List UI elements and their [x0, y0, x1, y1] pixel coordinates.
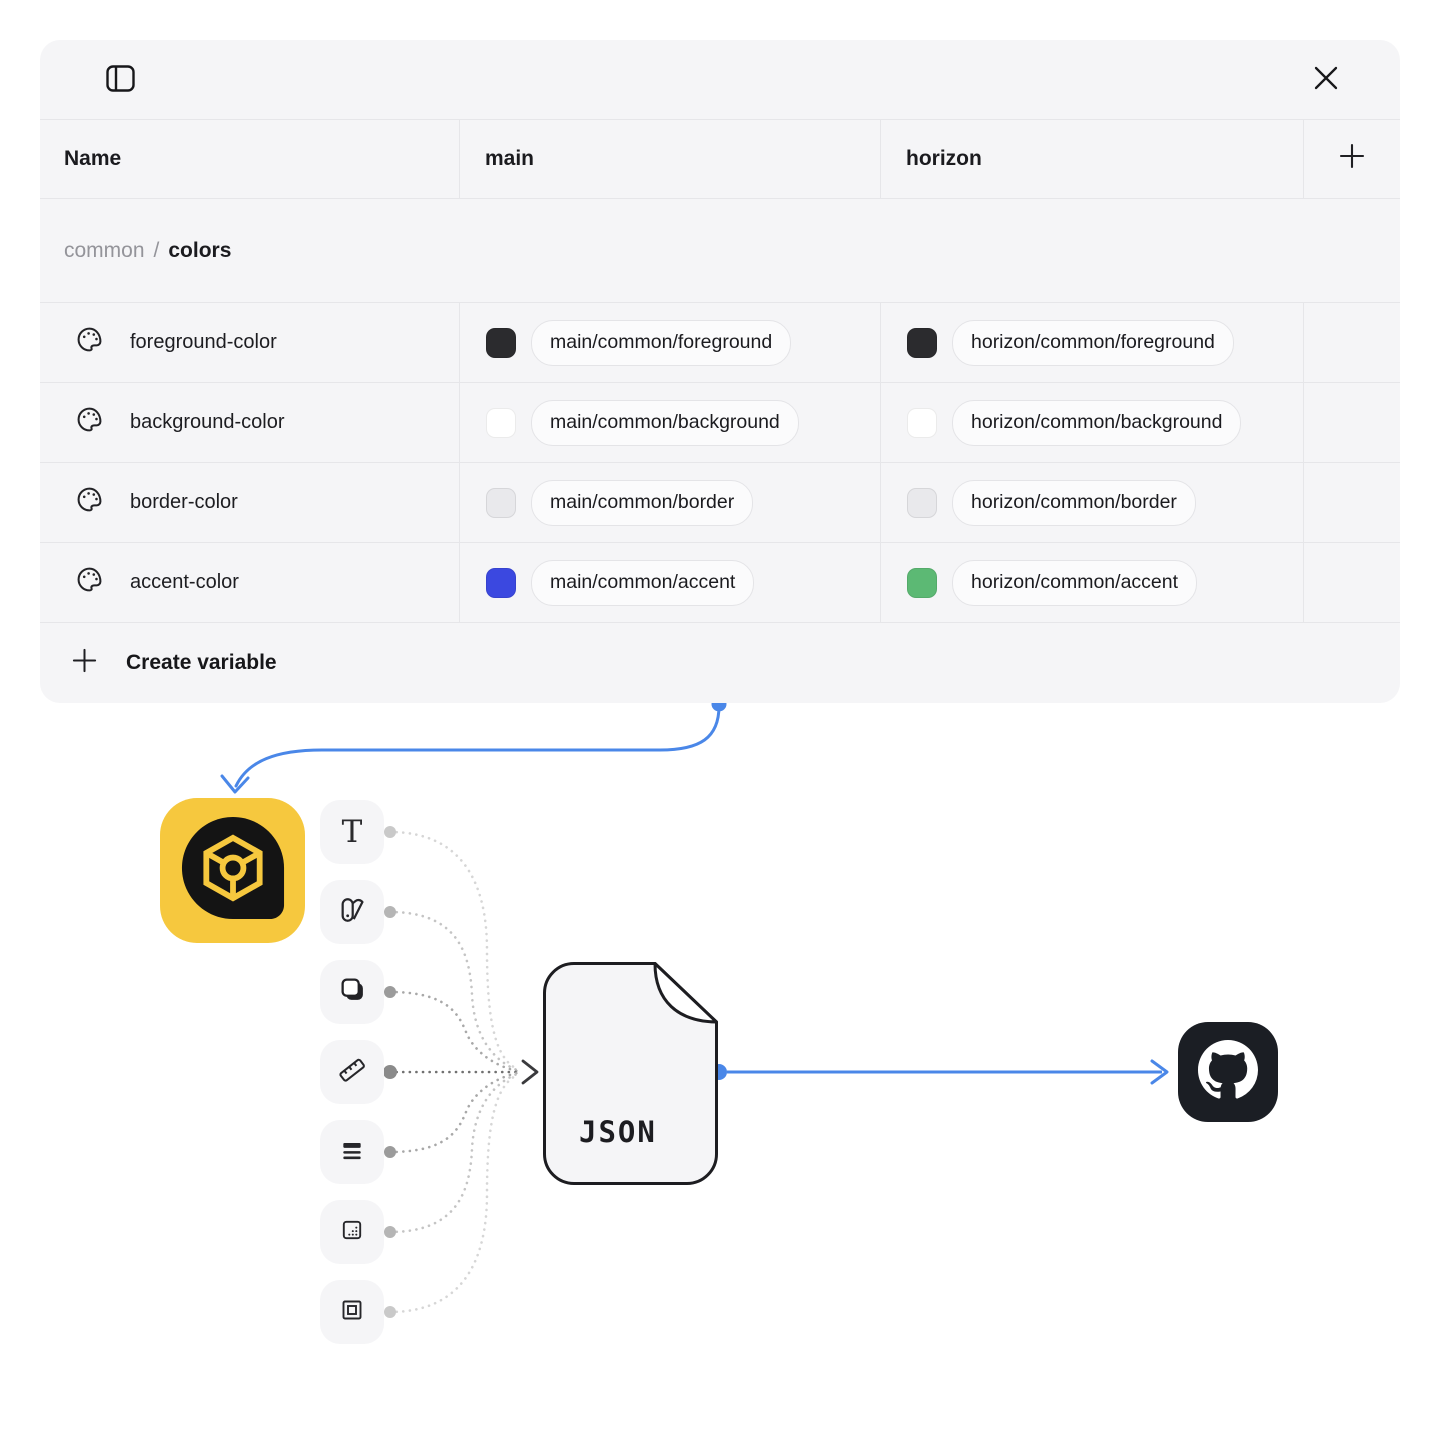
table-header: Name main horizon	[40, 119, 1400, 199]
frame-chip	[320, 1280, 384, 1344]
token-chip[interactable]: main/common/background	[531, 399, 799, 446]
file-outline	[543, 962, 718, 1185]
variables-panel: Name main horizon common / colors foregr…	[40, 40, 1400, 703]
sidebar-toggle-button[interactable]	[102, 62, 138, 98]
column-header-horizon[interactable]: horizon	[881, 120, 1304, 198]
token-chip[interactable]: horizon/common/foreground	[952, 319, 1234, 366]
palette-icon	[76, 486, 103, 519]
table-row: foreground-color main/common/foreground …	[40, 303, 1400, 383]
spacing-icon	[339, 1137, 365, 1168]
github-app-icon	[1178, 1022, 1278, 1122]
color-swatch[interactable]	[486, 407, 516, 438]
token-chip[interactable]: main/common/border	[531, 479, 754, 526]
create-variable-button[interactable]: Create variable	[40, 623, 1400, 703]
color-swatch[interactable]	[486, 327, 516, 358]
file-label: JSON	[579, 1115, 657, 1149]
palette-icon	[76, 566, 103, 599]
ruler-icon	[337, 1055, 367, 1090]
typography-icon: T	[341, 813, 363, 850]
breadcrumb-category[interactable]: colors	[168, 238, 232, 262]
close-button[interactable]	[1308, 62, 1344, 98]
palette-icon	[76, 326, 103, 359]
color-swatch[interactable]	[907, 567, 937, 598]
token-chip[interactable]: horizon/common/border	[952, 479, 1196, 526]
variable-name: foreground-color	[130, 331, 277, 353]
table-row: background-color main/common/background …	[40, 383, 1400, 463]
plus-icon	[71, 647, 98, 679]
create-variable-label: Create variable	[126, 651, 277, 674]
color-swatch[interactable]	[907, 327, 937, 358]
swatches-chip	[320, 880, 384, 944]
variable-name: background-color	[130, 411, 285, 433]
grid-icon	[340, 1218, 364, 1247]
color-swatch[interactable]	[907, 487, 937, 518]
add-mode-button[interactable]	[1304, 120, 1400, 198]
shadow-icon	[339, 976, 366, 1008]
token-chip[interactable]: horizon/common/background	[952, 399, 1242, 446]
panel-left-icon	[105, 64, 135, 95]
close-icon	[1312, 64, 1340, 95]
table-row: accent-color main/common/accent horizon/…	[40, 543, 1400, 623]
json-file-node: JSON	[543, 962, 718, 1190]
token-chip[interactable]: main/common/foreground	[531, 319, 792, 366]
folded-corner	[653, 962, 718, 1024]
shadow-chip	[320, 960, 384, 1024]
color-swatch[interactable]	[907, 407, 937, 438]
tokens-studio-logo-icon	[175, 810, 291, 931]
breadcrumb-group[interactable]: common	[64, 238, 145, 262]
color-swatch[interactable]	[486, 487, 516, 518]
color-swatch[interactable]	[486, 567, 516, 598]
grid-chip	[320, 1200, 384, 1264]
column-header-main[interactable]: main	[460, 120, 881, 198]
ruler-chip	[320, 1040, 384, 1104]
palette-icon	[76, 406, 103, 439]
variable-name: accent-color	[130, 571, 239, 593]
column-header-name: Name	[40, 120, 460, 198]
table-row: border-color main/common/border horizon/…	[40, 463, 1400, 543]
panel-topbar	[40, 40, 1400, 119]
token-chip[interactable]: main/common/accent	[531, 559, 755, 606]
tokens-studio-app-icon	[160, 798, 305, 943]
token-chip[interactable]: horizon/common/accent	[952, 559, 1198, 606]
spacing-chip	[320, 1120, 384, 1184]
variable-name: border-color	[130, 491, 238, 513]
typography-chip: T	[320, 800, 384, 864]
github-logo-icon	[1198, 1039, 1258, 1105]
frame-icon	[340, 1298, 364, 1327]
breadcrumb-separator: /	[153, 238, 160, 262]
plus-icon	[1338, 142, 1366, 176]
swatches-icon	[338, 896, 366, 929]
breadcrumb: common / colors	[40, 199, 1400, 303]
